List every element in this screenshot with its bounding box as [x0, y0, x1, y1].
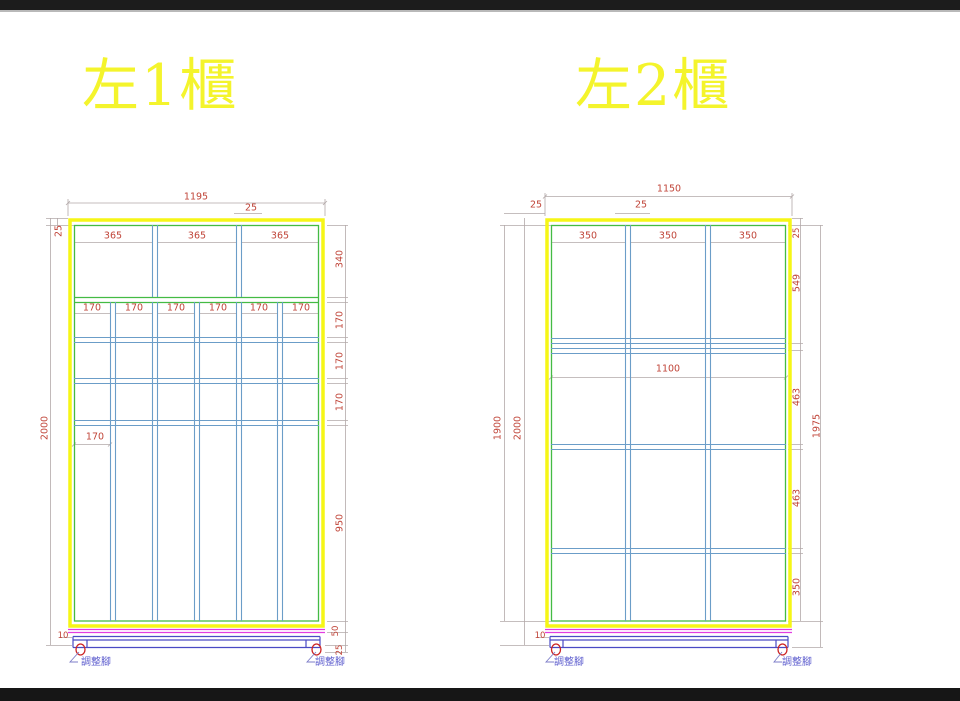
callout-right-foot-1: 調整腳	[554, 657, 584, 668]
bottom-border-bar	[0, 688, 960, 701]
left-cabinet-partitions	[74, 225, 319, 621]
dim-right-base-inset: 10	[534, 630, 546, 641]
dim-left-365-2: 365	[187, 230, 207, 242]
dim-right-350-row: 350	[791, 577, 803, 597]
right-foot-icon	[777, 643, 788, 656]
callout-right-foot-2: 調整腳	[782, 657, 812, 668]
left-cabinet-drawing	[46, 199, 348, 663]
left-cabinet-feet	[75, 643, 322, 656]
dim-right-overall-width: 1150	[656, 183, 682, 195]
dim-left-170-row-3: 170	[334, 392, 346, 412]
dim-left-base-inset: 10	[57, 630, 69, 641]
top-border-bar	[0, 0, 960, 12]
dim-right-mid-partition: 25	[634, 199, 648, 211]
dim-right-left-wall: 25	[529, 199, 543, 211]
left-cabinet-dimension-lines	[46, 199, 348, 653]
left-cabinet-outer-wall	[68, 218, 325, 628]
dim-right-top-row-height: 549	[791, 273, 803, 293]
dim-left-foot-height: 25	[334, 644, 345, 656]
dim-left-170-col-5: 170	[249, 302, 269, 314]
dim-left-wall-thk: 25	[53, 224, 65, 238]
callout-left-foot-1: 調整腳	[81, 657, 111, 668]
dim-left-170-col-6: 170	[291, 302, 311, 314]
dim-right-463-a: 463	[791, 387, 803, 407]
left-cabinet-base-frame	[72, 635, 321, 649]
dim-right-side-height: 1975	[811, 413, 823, 439]
dim-left-170-col-2: 170	[124, 302, 144, 314]
left-cabinet-base-plate	[68, 628, 325, 634]
dim-right-350-1: 350	[578, 230, 598, 242]
dim-left-overall-height: 2000	[39, 415, 51, 441]
dim-left-170-lower: 170	[85, 431, 105, 443]
dim-left-170-row-1: 170	[334, 310, 346, 330]
callout-left-foot-2: 調整腳	[315, 657, 345, 668]
dim-left-top-row-height: 340	[334, 249, 346, 269]
dim-right-wall-thk: 25	[791, 227, 802, 239]
right-cabinet-drawing	[500, 193, 823, 663]
right-cabinet-base-frame	[549, 635, 789, 649]
dim-right-interior-width: 1100	[655, 363, 681, 375]
right-cabinet-inner-wall	[550, 224, 787, 622]
left-cabinet-title: 左1櫃	[82, 53, 239, 119]
right-cabinet-foot-leaders	[544, 651, 783, 663]
dim-left-lower-height: 950	[334, 513, 346, 533]
left-foot-icon	[75, 643, 86, 656]
dim-left-170-col-4: 170	[208, 302, 228, 314]
right-cabinet-title: 左2櫃	[575, 53, 732, 119]
dim-left-170-col-3: 170	[166, 302, 186, 314]
left-cabinet-foot-leaders	[68, 651, 317, 663]
dim-left-top-partition: 25	[244, 202, 258, 214]
right-cabinet-partitions	[551, 225, 786, 621]
dim-right-350-2: 350	[658, 230, 678, 242]
dim-left-170-col-1: 170	[82, 302, 102, 314]
dim-right-350-3: 350	[738, 230, 758, 242]
dim-right-463-b: 463	[791, 488, 803, 508]
dim-right-overall-height: 2000	[512, 415, 524, 441]
dim-left-base-height: 50	[330, 625, 341, 637]
dim-right-interior-height: 1900	[492, 415, 504, 441]
dim-left-365-1: 365	[103, 230, 123, 242]
right-cabinet-feet	[550, 643, 788, 656]
dim-left-170-row-2: 170	[334, 351, 346, 371]
right-cabinet-base-plate	[545, 628, 792, 634]
left-cabinet-inner-wall	[73, 224, 320, 622]
right-foot-icon	[550, 643, 562, 656]
dim-left-365-3: 365	[270, 230, 290, 242]
right-cabinet-dimension-lines	[500, 193, 823, 648]
right-cabinet-outer-wall	[545, 218, 792, 628]
dim-left-overall-width: 1195	[183, 191, 209, 203]
left-foot-icon	[311, 643, 322, 656]
